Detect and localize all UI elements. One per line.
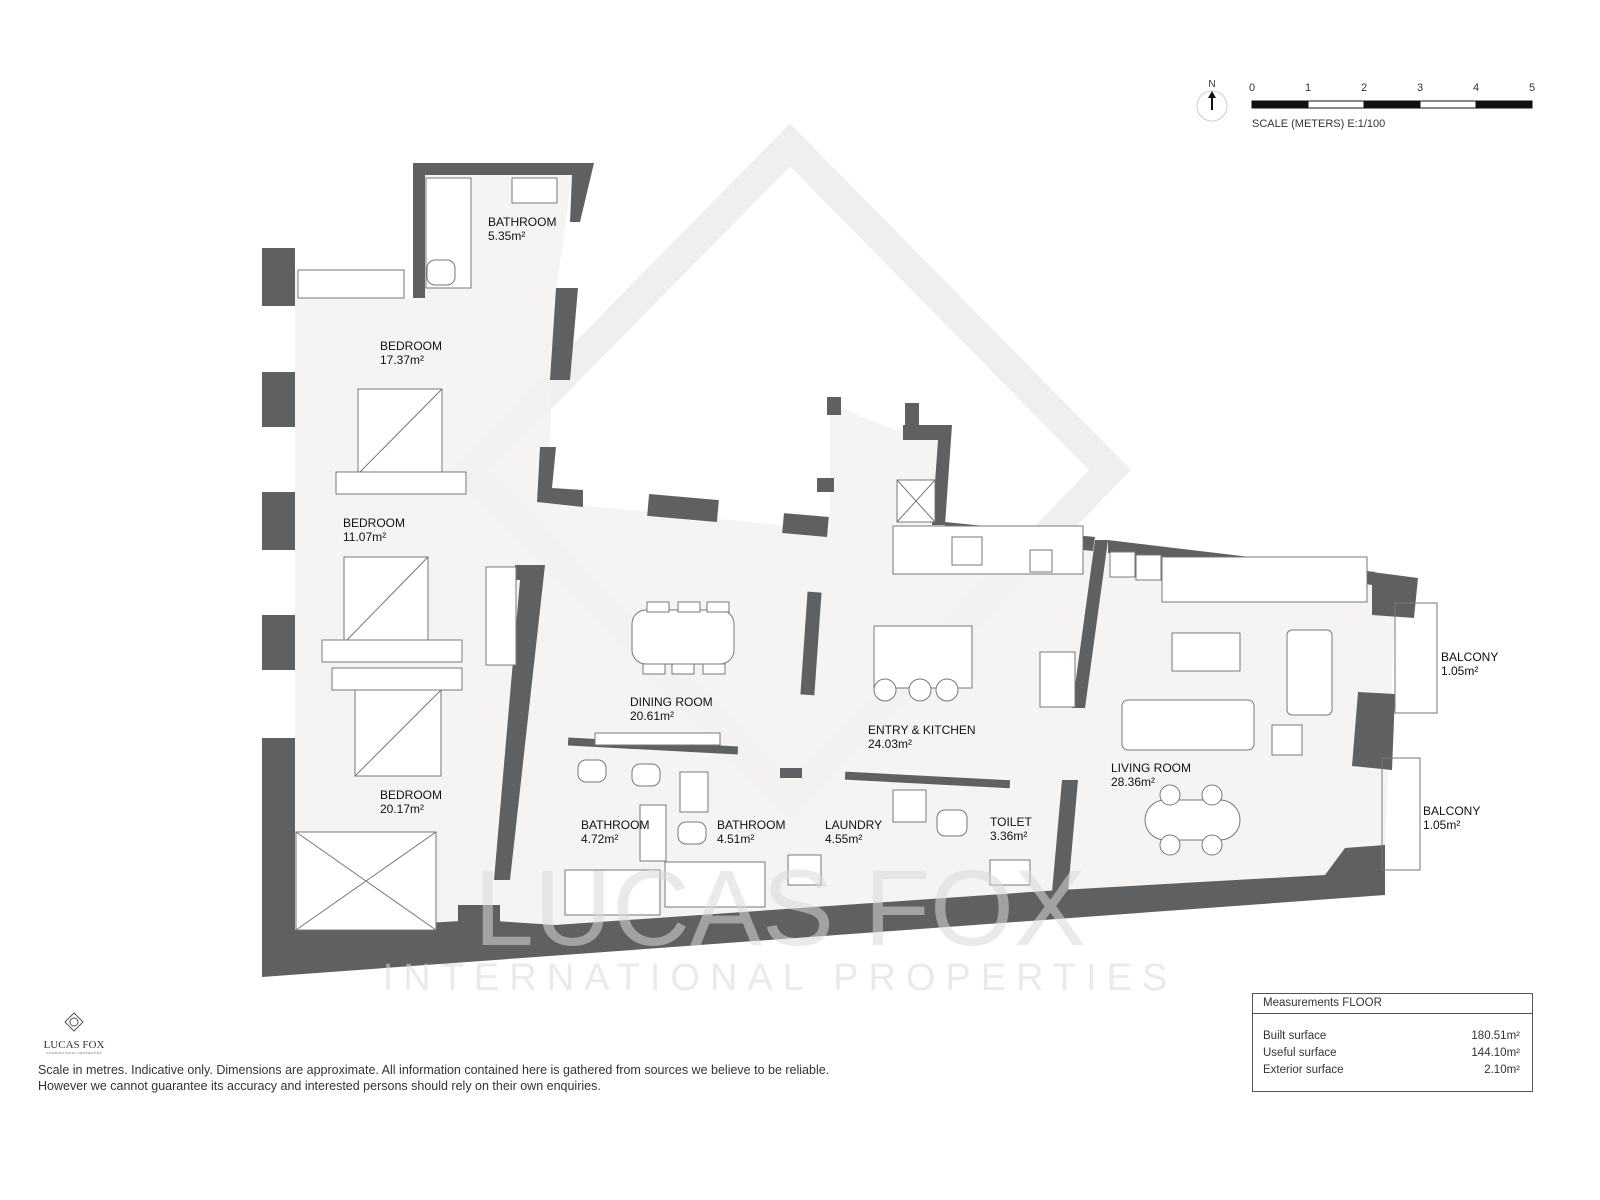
svg-text:BEDROOM: BEDROOM — [380, 339, 442, 353]
svg-text:BEDROOM: BEDROOM — [380, 788, 442, 802]
watermark-line-2: INTERNATIONAL PROPERTIES — [383, 957, 1178, 999]
svg-text:LIVING ROOM: LIVING ROOM — [1111, 761, 1191, 775]
scale-bar — [1251, 100, 1533, 109]
furniture — [295, 177, 1438, 931]
svg-text:4.72m²: 4.72m² — [581, 832, 618, 846]
svg-text:1.05m²: 1.05m² — [1423, 818, 1460, 832]
svg-text:24.03m²: 24.03m² — [868, 737, 912, 751]
disclaimer-line-2: However we cannot guarantee its accuracy… — [38, 1079, 601, 1093]
scale-tick: 0 — [1249, 82, 1256, 94]
svg-text:ENTRY & KITCHEN: ENTRY & KITCHEN — [868, 723, 976, 737]
svg-text:17.37m²: 17.37m² — [380, 353, 424, 367]
scale-tick: 4 — [1473, 82, 1480, 94]
watermark: LUCAS FOX INTERNATIONAL PROPERTIES — [383, 847, 1178, 999]
svg-text:BALCONY: BALCONY — [1441, 650, 1498, 664]
svg-text:1.05m²: 1.05m² — [1441, 664, 1478, 678]
svg-text:20.17m²: 20.17m² — [380, 802, 424, 816]
svg-text:3.36m²: 3.36m² — [990, 829, 1027, 843]
north-label: N — [1208, 79, 1215, 90]
svg-text:5.35m²: 5.35m² — [488, 229, 525, 243]
scale-tick: 5 — [1529, 82, 1536, 94]
svg-text:BEDROOM: BEDROOM — [343, 516, 405, 530]
logo-diamond-icon — [64, 1012, 84, 1032]
svg-text:11.07m²: 11.07m² — [343, 530, 386, 544]
disclaimer-line-1: Scale in metres. Indicative only. Dimens… — [38, 1063, 830, 1077]
svg-text:28.36m²: 28.36m² — [1111, 775, 1155, 789]
lucas-fox-logo: LUCAS FOX INTERNATIONAL PROPERTIES — [38, 1012, 110, 1055]
measurements-title: Measurements FLOOR — [1253, 994, 1532, 1014]
svg-text:BATHROOM: BATHROOM — [717, 818, 785, 832]
svg-text:LAUNDRY: LAUNDRY — [825, 818, 882, 832]
scale-tick: 2 — [1361, 82, 1368, 94]
scale-caption: SCALE (METERS) E:1/100 — [1252, 118, 1386, 130]
watermark-line-1: LUCAS FOX — [474, 847, 1086, 968]
svg-text:20.61m²: 20.61m² — [630, 709, 674, 723]
svg-text:4.51m²: 4.51m² — [717, 832, 754, 846]
svg-text:4.55m²: 4.55m² — [825, 832, 862, 846]
scale-tick: 3 — [1417, 82, 1424, 94]
svg-text:TOILET: TOILET — [990, 815, 1032, 829]
svg-text:BATHROOM: BATHROOM — [581, 818, 649, 832]
svg-text:DINING ROOM: DINING ROOM — [630, 695, 713, 709]
svg-text:BALCONY: BALCONY — [1423, 804, 1480, 818]
north-compass: N — [1196, 79, 1228, 122]
svg-text:BATHROOM: BATHROOM — [488, 215, 556, 229]
scale-tick: 1 — [1305, 82, 1312, 94]
